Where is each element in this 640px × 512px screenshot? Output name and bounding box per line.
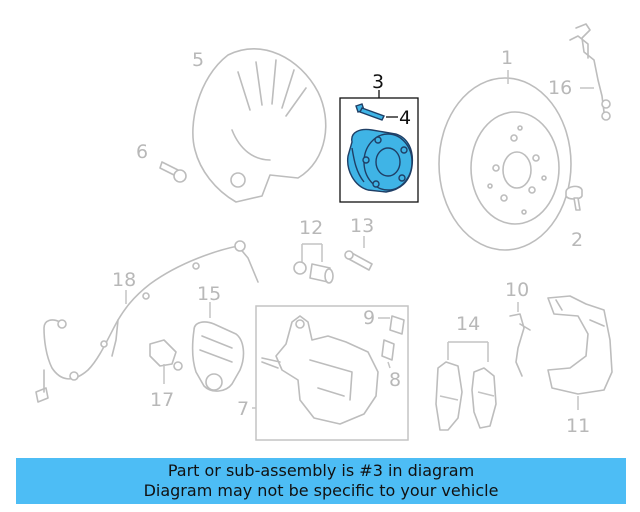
callout-6: 6 (136, 141, 148, 163)
parts-diagram: 1 2 3 4 5 6 7 8 9 10 11 12 13 14 15 16 1… (35, 23, 613, 441)
part-15-actuator (191, 302, 245, 392)
callout-2: 2 (571, 229, 583, 251)
callout-9: 9 (363, 307, 375, 329)
callout-7: 7 (237, 398, 249, 420)
part-6-bolt (159, 161, 187, 183)
callout-14: 14 (456, 313, 480, 335)
part-7-caliper-assembly (252, 305, 409, 441)
callout-13: 13 (350, 215, 374, 237)
banner-line-1: Part or sub-assembly is #3 in diagram (167, 461, 475, 480)
callout-4: 4 (399, 107, 411, 129)
part-11-caliper-bracket (547, 295, 613, 410)
info-banner: Part or sub-assembly is #3 in diagram Di… (16, 458, 626, 504)
part-14-brake-pads (435, 341, 497, 431)
callout-17: 17 (150, 389, 174, 411)
part-2-screw (565, 185, 583, 211)
callout-18: 18 (112, 269, 136, 291)
part-12-bushings (293, 243, 334, 284)
callout-15: 15 (197, 283, 221, 305)
part-4-hub-bolt (355, 103, 385, 121)
banner-line-2: Diagram may not be specific to your vehi… (143, 481, 499, 500)
part-10-clip-spring (509, 302, 531, 377)
callout-11: 11 (566, 415, 590, 437)
part-9-bleeder (378, 315, 405, 335)
callout-16: 16 (548, 77, 572, 99)
callout-1: 1 (501, 47, 513, 69)
part-17-sensor (149, 339, 183, 384)
callout-5: 5 (192, 49, 204, 71)
callout-10: 10 (505, 279, 529, 301)
part-13-guide-pin (344, 236, 373, 271)
part-3-hub-assembly (339, 90, 419, 203)
callout-12: 12 (299, 217, 323, 239)
part-8-bolt (381, 339, 395, 369)
callout-8: 8 (389, 369, 401, 391)
callout-3: 3 (372, 71, 384, 93)
part-16-brake-hose (569, 23, 611, 121)
part-1-brake-disc (438, 70, 572, 251)
part-18-speed-sensor (35, 240, 259, 403)
part-5-dust-shield (192, 48, 327, 203)
